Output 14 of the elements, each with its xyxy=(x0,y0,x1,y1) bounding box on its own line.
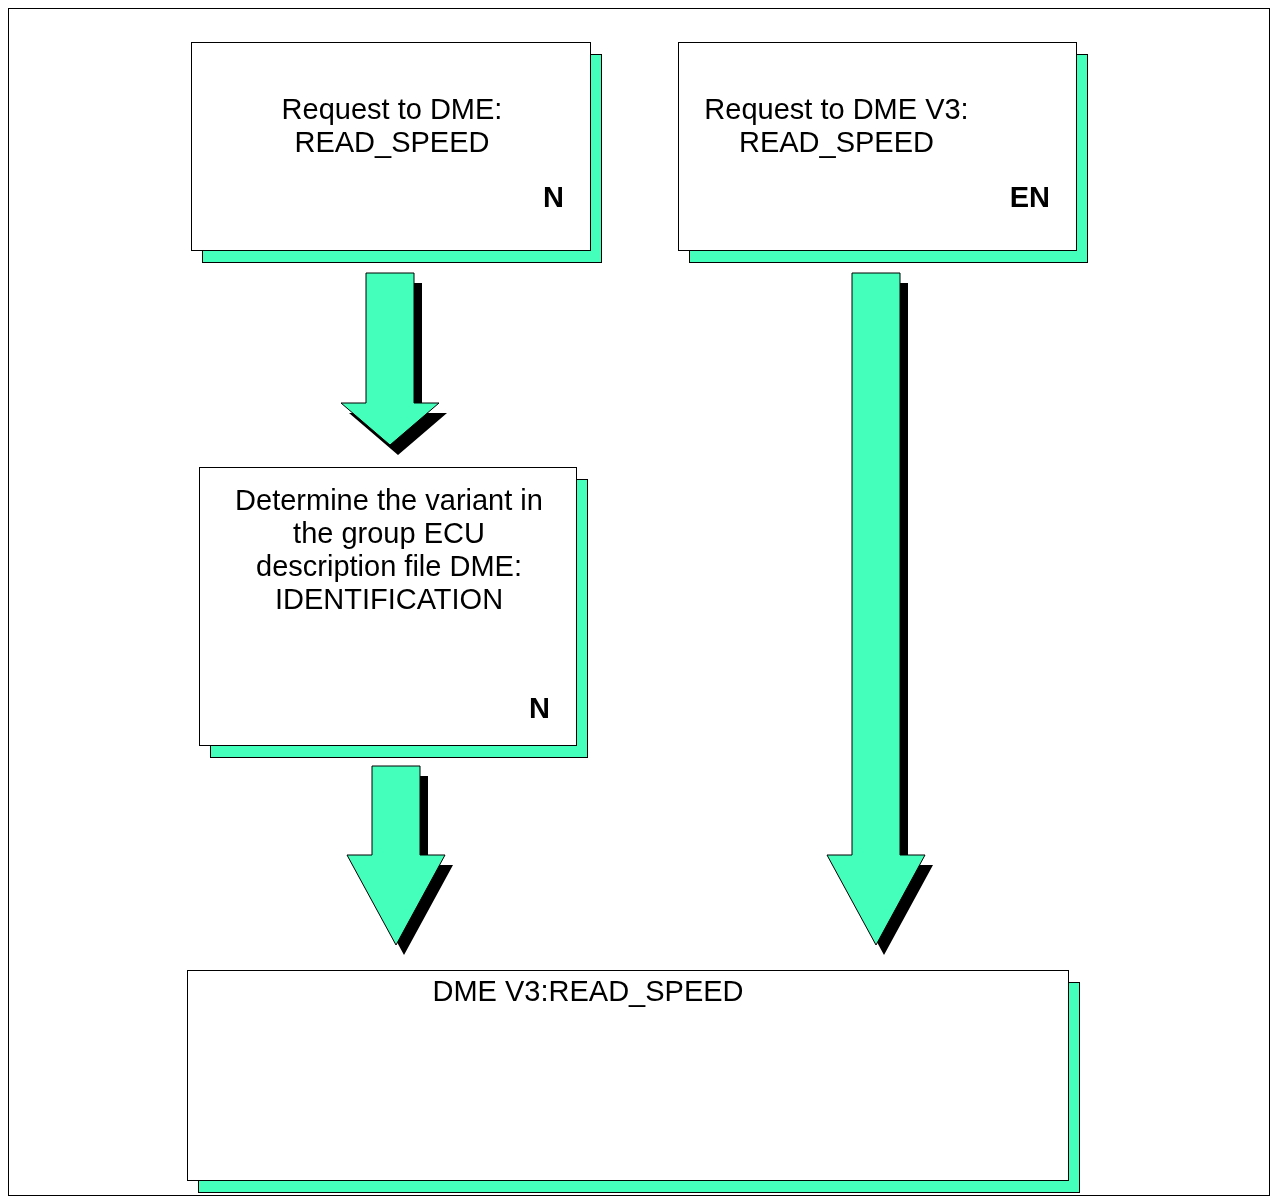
block-arrow xyxy=(346,765,453,955)
box-text: Request to DME V3: READ_SPEED xyxy=(703,93,970,159)
box-text: Request to DME: READ_SPEED xyxy=(280,93,504,159)
box-text: Determine the variant in the group ECU description file DME: IDENTIFICATION xyxy=(234,484,544,616)
text-fragment: N xyxy=(529,692,550,725)
text-fragment: EN xyxy=(1009,181,1050,214)
text-fragment: N xyxy=(543,181,564,214)
process-box xyxy=(678,42,1077,251)
process-box xyxy=(187,970,1069,1181)
block-arrow xyxy=(340,272,447,455)
process-box xyxy=(199,467,577,746)
box-text: DME V3:READ_SPEED xyxy=(431,975,745,1008)
process-box xyxy=(191,42,591,251)
block-arrow xyxy=(826,272,933,955)
